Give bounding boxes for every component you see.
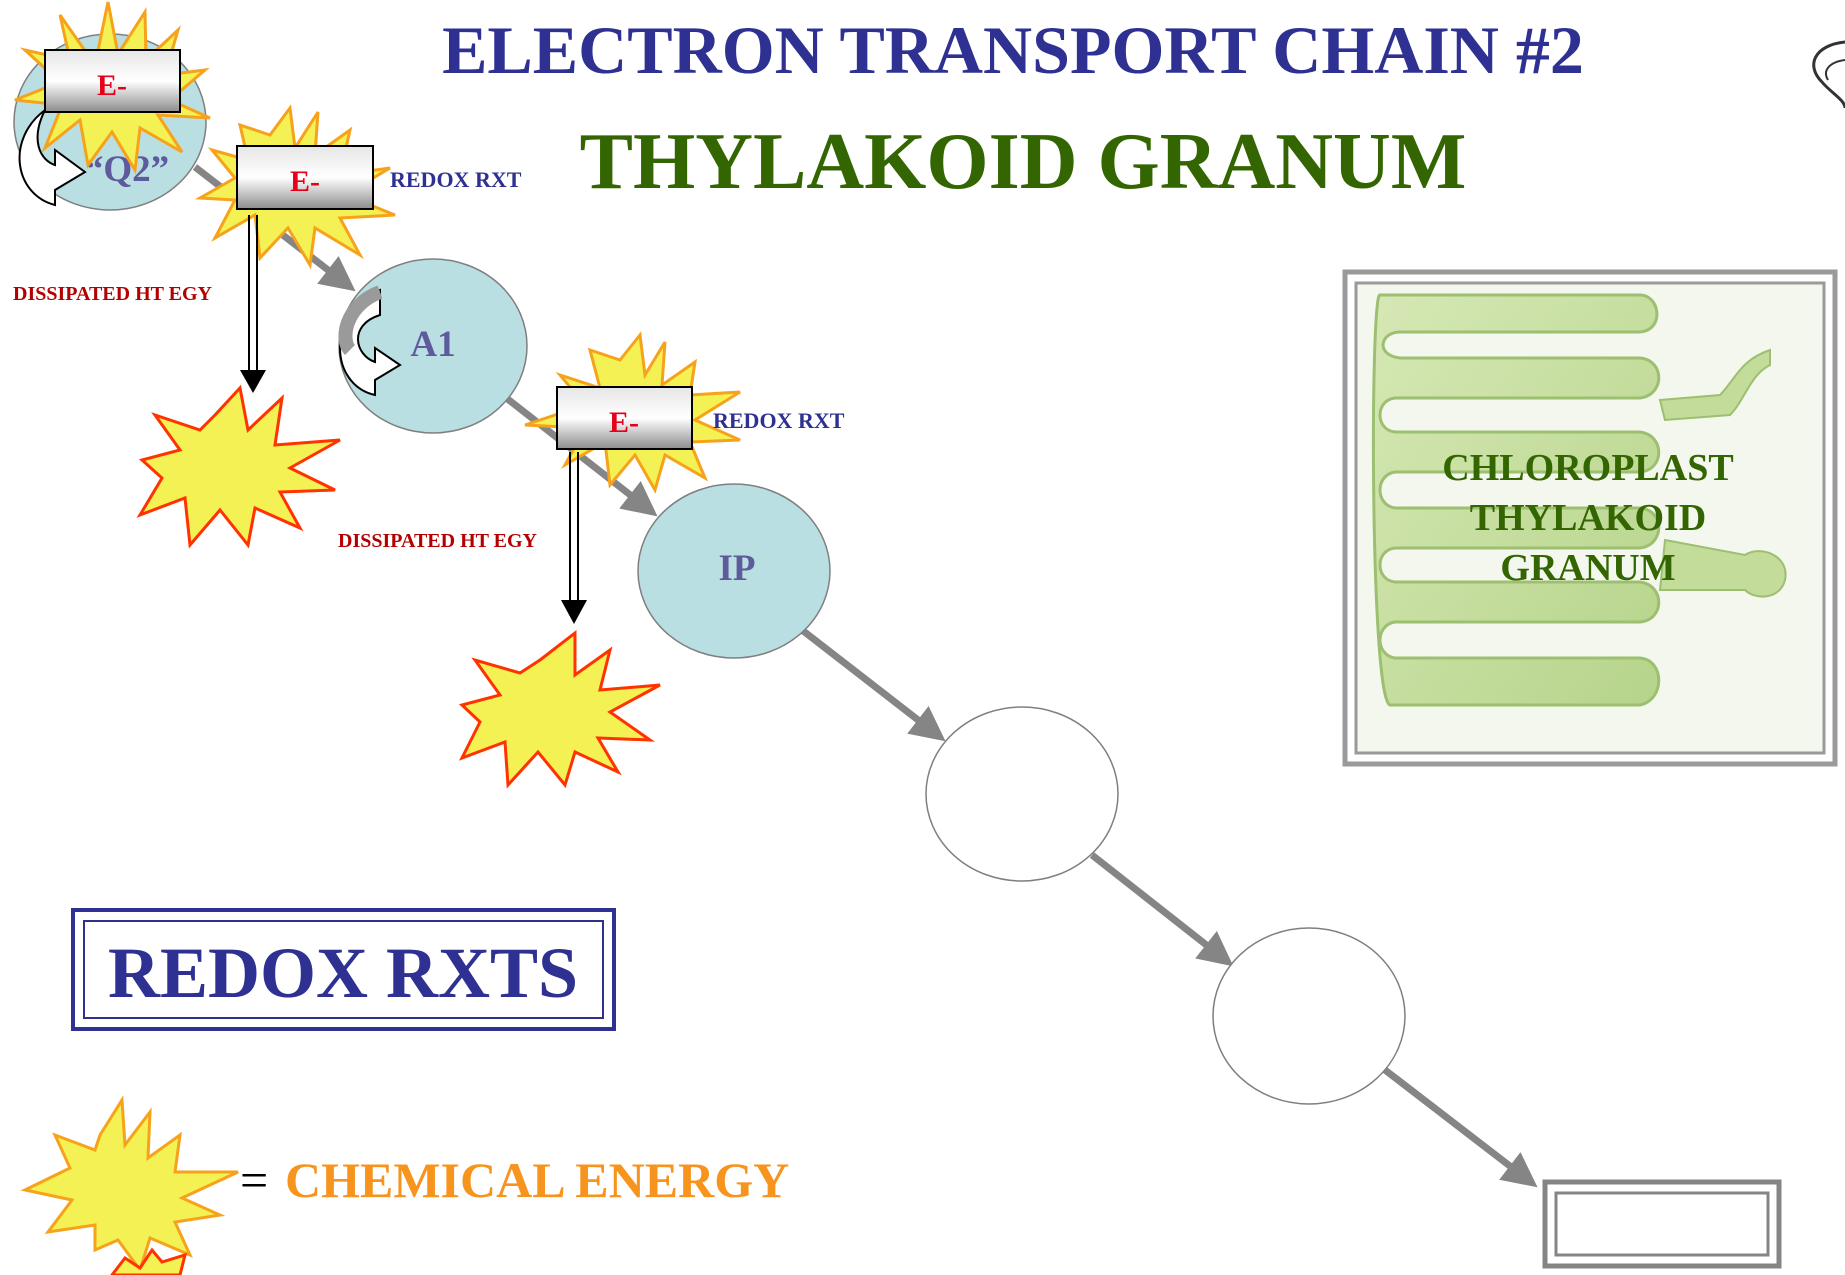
electron-burst-2: E- — [524, 331, 741, 494]
thylakoid-stack-image — [1371, 293, 1787, 707]
electron-label: E- — [609, 406, 639, 439]
chemical-energy-burst-icon — [20, 1095, 239, 1274]
node-blank2 — [1212, 927, 1406, 1105]
electron-burst-1: E- — [194, 104, 396, 270]
page-title: ELECTRON TRANSPORT CHAIN #2 — [442, 12, 1584, 88]
node-ip: IP — [637, 483, 831, 659]
electron-label: E- — [97, 69, 127, 102]
electron-box — [236, 145, 374, 210]
redox-label-1: REDOX RXT — [390, 167, 522, 192]
redox-rxts-label: REDOX RXTS — [108, 933, 578, 1013]
heat-energy-burst-icon — [110, 1247, 188, 1275]
cycle-arrow-icon — [18, 109, 87, 207]
legend-chemical: = CHEMICAL ENERGY — [20, 1095, 789, 1274]
page-subtitle: THYLAKOID GRANUM — [580, 118, 1467, 206]
heat-arrow-2 — [561, 452, 587, 624]
heat-arrow-1 — [240, 215, 266, 393]
inset-label-line-3: GRANUM — [1500, 547, 1675, 589]
chloroplast-inset: CHLOROPLAST THYLAKOID GRANUM — [1342, 269, 1838, 767]
inset-label-line-1: CHLOROPLAST — [1442, 447, 1733, 489]
arrow-blank1-blank2 — [1089, 852, 1234, 967]
node-label: A1 — [410, 324, 455, 365]
arrow-ip-blank1 — [799, 627, 946, 742]
arrow-blank2-end — [1382, 1067, 1538, 1188]
node-a1: A1 — [338, 258, 528, 434]
inset-label-line-2: THYLAKOID — [1470, 497, 1706, 539]
legend-chemical-label: CHEMICAL ENERGY — [285, 1152, 789, 1208]
heat-energy-burst-icon — [136, 384, 341, 549]
electron-box — [44, 49, 181, 113]
partial-ribbon-icon — [1812, 40, 1845, 109]
legend-equals: = — [240, 1152, 268, 1208]
heat-label-2: DISSIPATED HT EGY — [338, 530, 538, 552]
node-blank1 — [925, 706, 1119, 882]
node-label: IP — [719, 548, 756, 589]
redox-rxts-box: REDOX RXTS — [71, 908, 616, 1031]
electron-box — [556, 386, 693, 450]
electron-burst-top: E- — [14, 1, 211, 175]
heat-energy-burst-icon — [458, 629, 661, 789]
final-acceptor-box — [1542, 1179, 1782, 1269]
heat-label-1: DISSIPATED HT EGY — [13, 283, 213, 305]
redox-label-2: REDOX RXT — [713, 408, 845, 433]
electron-label: E- — [290, 165, 320, 198]
